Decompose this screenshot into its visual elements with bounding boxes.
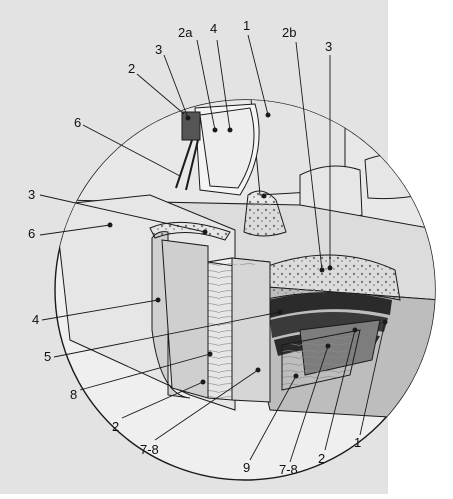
callout-2-bottom: 2 [112,419,120,434]
callout-2-right: 2 [318,451,326,466]
callout-1-top: 1 [243,18,251,33]
headrest-bracket [181,111,201,141]
callout-9: 9 [243,460,251,475]
callout-2-left: 2 [128,61,136,76]
hinge-arm-1 [175,139,193,189]
foam-layer [257,254,401,301]
callout-3-top: 3 [155,42,163,57]
callout-3-left: 3 [28,187,36,202]
callout-dots [107,112,388,385]
callout-8: 8 [70,387,78,402]
wooden-post-side [231,257,271,403]
hinge-arm-2 [185,139,199,191]
wooden-post-front [207,257,233,401]
callout-2a: 2a [178,25,193,40]
callout-4-top: 4 [210,21,218,36]
callout-2b: 2b [282,25,297,40]
leader-lines [39,34,386,463]
callout-4-left: 4 [32,312,40,327]
wooden-post-top-grain [214,260,262,266]
callout-1-right: 1 [354,435,362,450]
spring-band-2 [270,311,388,338]
callout-6-lower: 6 [28,226,36,241]
headrest-cushion [199,107,255,189]
callout-3-right: 3 [325,39,333,54]
callout-7-8-right: 7-8 [279,462,298,477]
wooden-rail-bottom [281,329,361,391]
cone-filling [243,190,287,237]
spring-band-1 [268,292,392,318]
callout-7-8-left: 7-8 [140,442,159,457]
armrest-top-padding [149,221,231,241]
callout-6-upper: 6 [74,115,82,130]
callout-5: 5 [44,349,52,364]
